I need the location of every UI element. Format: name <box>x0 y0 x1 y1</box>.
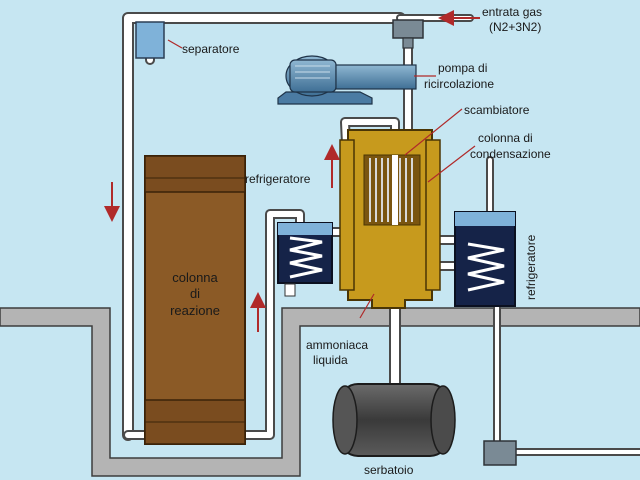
cooling-coil-icon <box>289 236 323 279</box>
reaction-label-1: colonna <box>172 270 218 285</box>
reaction-label-3: reazione <box>170 303 220 318</box>
condensation-label-2: condensazione <box>470 147 551 161</box>
reaction-label-2: di <box>190 286 200 301</box>
gas-inlet-valve-icon <box>392 19 424 49</box>
tank <box>332 383 456 457</box>
outlet-valve-icon <box>483 440 517 466</box>
gas-inlet-label-1: entrata gas <box>482 5 542 19</box>
condensation-label-1: colonna di <box>478 131 533 145</box>
reaction-column <box>144 155 246 445</box>
ground-basement <box>0 307 640 477</box>
tank-label: serbatoio <box>364 463 414 477</box>
exchanger-tubes <box>369 158 413 222</box>
liquid-ammonia-label-1: ammoniaca <box>306 338 368 352</box>
pump-icon <box>277 55 417 105</box>
refrigerator-right-label: refrigeratore <box>524 234 538 300</box>
refrigerator-left-label: refrigeratore <box>245 172 311 186</box>
left-refrigerator <box>277 222 333 297</box>
recirc-pump-label-2: ricircolazione <box>424 77 494 91</box>
recirc-pump-label-1: pompa di <box>438 61 487 75</box>
leader-lines <box>167 39 476 319</box>
condensation-column <box>339 129 441 309</box>
liquid-ammonia-label-2: liquida <box>313 353 348 367</box>
cooling-coil-icon <box>467 242 505 292</box>
separator-vessel <box>135 21 165 59</box>
exchanger-label: scambiatore <box>464 103 530 117</box>
flow-arrows <box>104 10 480 332</box>
gas-inlet-label-2: (N2+3N2) <box>489 20 541 34</box>
right-refrigerator <box>454 211 516 307</box>
separator-label: separatore <box>182 42 240 56</box>
